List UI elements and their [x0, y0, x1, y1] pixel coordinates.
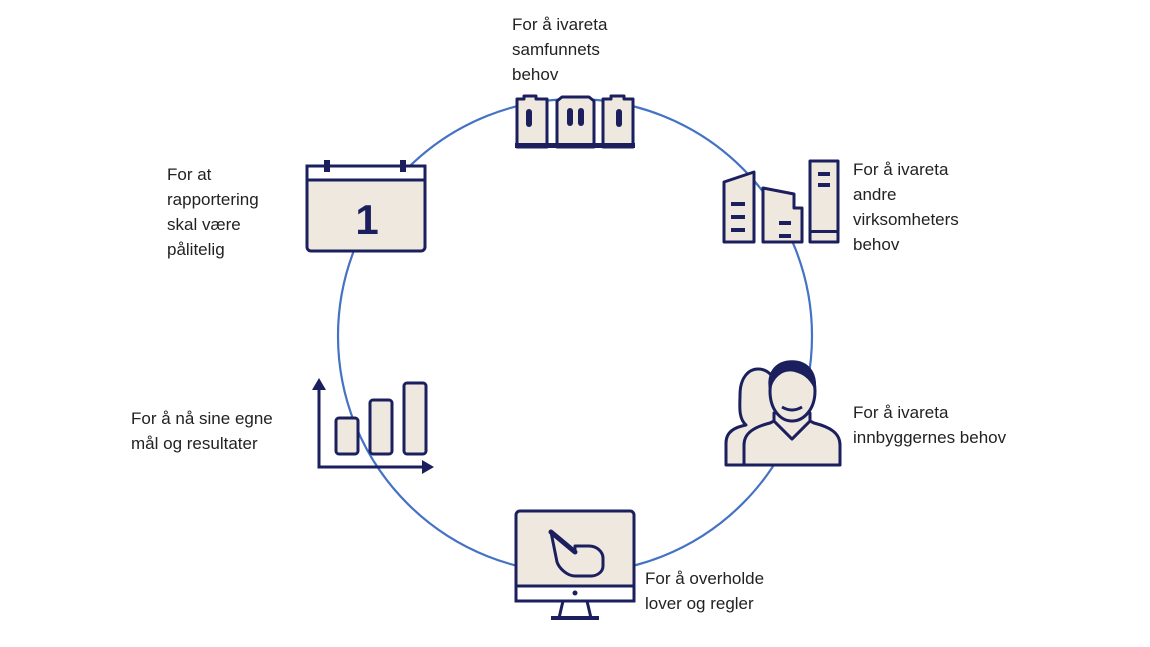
bar-chart-icon	[312, 378, 434, 474]
town-hall-icon	[515, 94, 635, 149]
calendar-icon: 1	[305, 160, 427, 253]
calendar-day-number: 1	[355, 196, 378, 243]
buildings-icon	[722, 159, 840, 244]
people-icon	[724, 360, 842, 467]
monitor-pointer-icon	[514, 509, 636, 620]
